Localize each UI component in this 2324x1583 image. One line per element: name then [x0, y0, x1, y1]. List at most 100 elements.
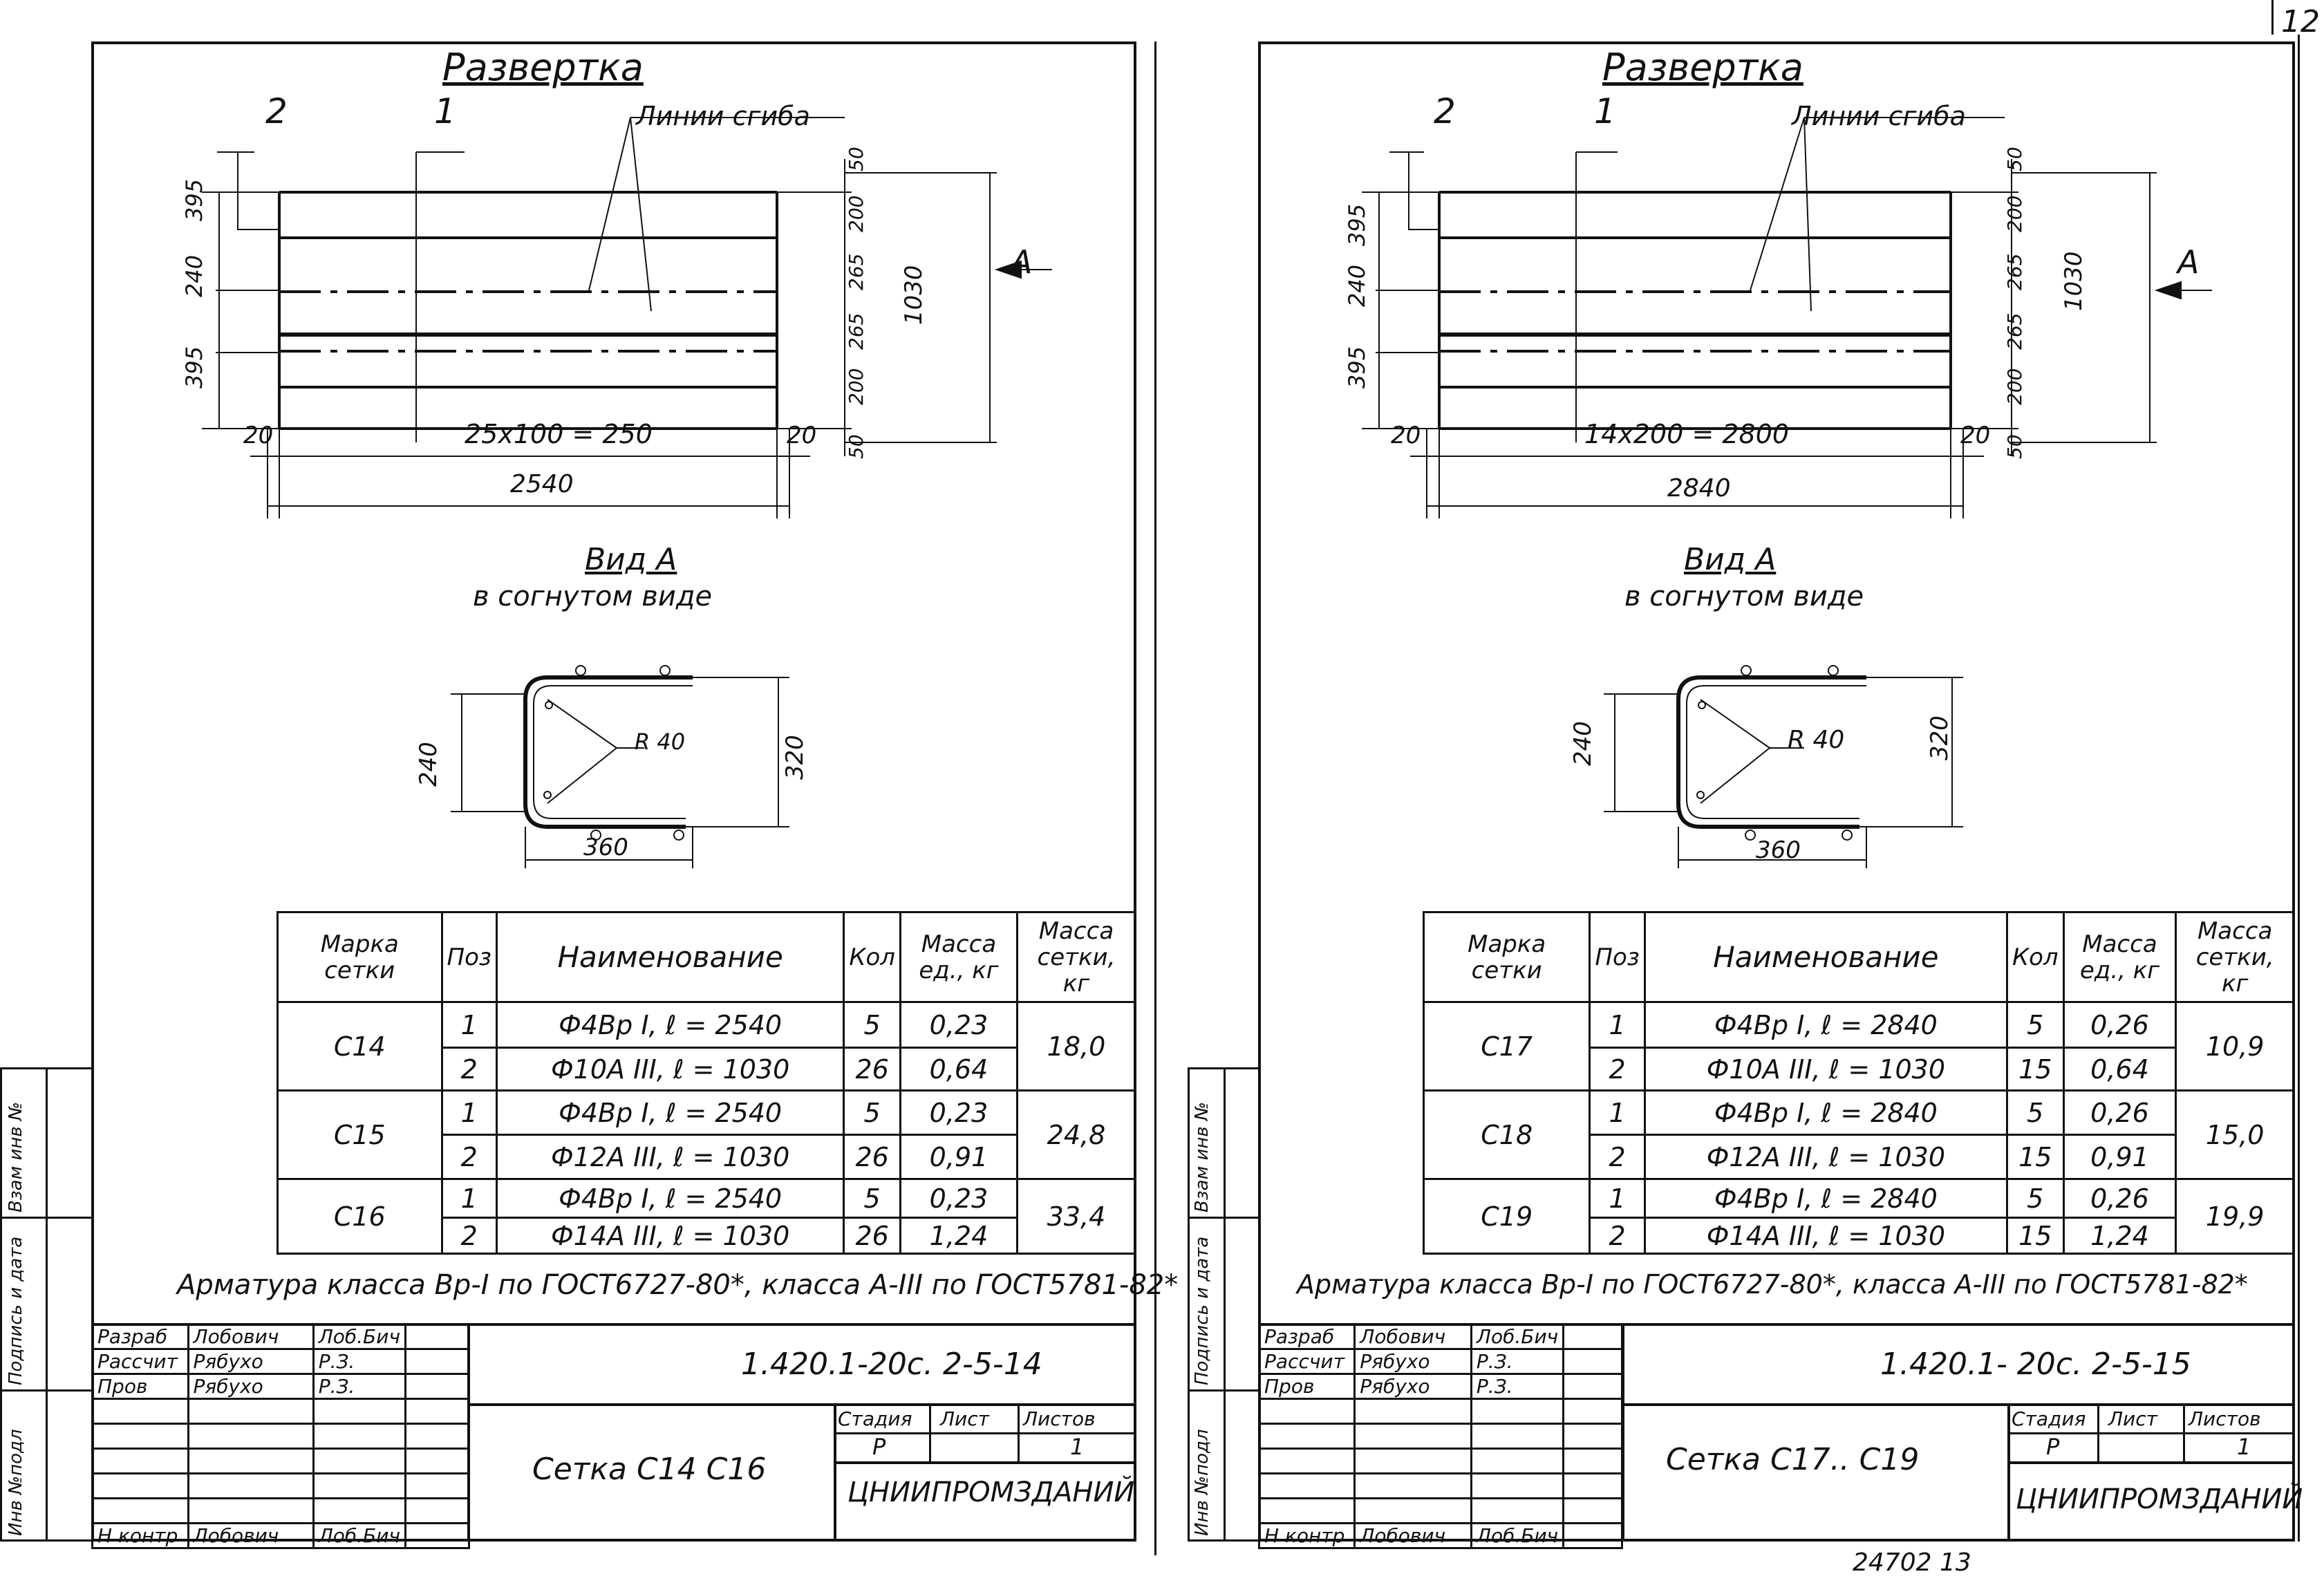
dim-50-top: 50	[2003, 147, 2026, 171]
reinforcement-note: Арматура класса Вр-I по ГОСТ6727-80*, кл…	[1297, 1269, 2248, 1300]
pos-cell: 1	[1589, 1089, 1646, 1136]
view-dim-360: 360	[583, 834, 628, 861]
position-2-label: 2	[265, 91, 288, 131]
mass-cell: 1,24	[2062, 1217, 2177, 1255]
dim-265-top: 265	[845, 253, 868, 290]
total-cell: 10,9	[2175, 1001, 2295, 1092]
position-1-label: 1	[434, 91, 456, 131]
view-dim-radius: R 40	[1788, 726, 1845, 754]
dim-395-top: 395	[181, 178, 207, 221]
dim-240: 240	[181, 254, 207, 297]
organization: ЦНИИПРОМЗДАНИЙ	[2016, 1483, 2303, 1515]
header-qty: Кол	[2005, 911, 2065, 1003]
signature-cell: Лоб.Бич	[312, 1522, 407, 1549]
document-code: 1.420.1-20с. 2-5-14	[741, 1347, 1042, 1382]
qty-cell: 15	[2005, 1047, 2065, 1092]
stage-value: Р	[872, 1434, 886, 1460]
view-dim-240: 240	[415, 742, 442, 787]
header-mark: Марка сетки	[277, 911, 443, 1003]
mass-cell: 0,23	[899, 1089, 1018, 1136]
role-cell: Н контр	[91, 1522, 189, 1549]
pos-cell: 2	[1589, 1217, 1646, 1255]
person-cell: Лобович	[1353, 1522, 1472, 1549]
tb-hline	[467, 1403, 1136, 1406]
title-block	[1258, 1323, 2295, 1542]
mark-cell: С18	[1422, 1089, 1591, 1180]
view-subtitle: в согнутом виде	[1624, 581, 1864, 612]
pos-cell: 1	[440, 1178, 498, 1219]
tb-vline	[929, 1403, 931, 1461]
stage-header: Стадия	[838, 1407, 912, 1430]
table-row: 2 Ф14А III, ℓ = 1030 15 1,24	[1424, 1217, 2294, 1255]
view-title: Вид А	[1684, 542, 1777, 577]
qty-cell: 5	[843, 1089, 901, 1136]
signature-cell: Р.З.	[1470, 1373, 1565, 1400]
name-cell: Ф10А III, ℓ = 1030	[495, 1047, 845, 1092]
side-stamp	[1188, 1067, 1258, 1542]
stage-value: Р	[2046, 1434, 2060, 1460]
person-cell: Рябухо	[187, 1348, 315, 1375]
sheet-count: 1	[1070, 1434, 1085, 1460]
unfold-title: Развертка	[442, 46, 644, 89]
dim-395-bottom: 395	[181, 346, 207, 388]
bent-view-drawing	[451, 665, 789, 868]
stamp-line	[46, 1067, 48, 1542]
tb-vline	[1622, 1323, 1624, 1542]
stamp-line	[1224, 1067, 1226, 1542]
header-unit-mass: Масса ед., кг	[2062, 911, 2177, 1003]
bend-lines-label: Линии сгиба	[1792, 101, 1966, 131]
view-dim-240: 240	[1569, 721, 1597, 766]
qty-cell: 5	[843, 1178, 901, 1219]
name-cell: Ф10А III, ℓ = 1030	[1643, 1047, 2008, 1092]
qty-cell: 26	[843, 1217, 901, 1255]
pos-cell: 2	[440, 1217, 498, 1255]
stamp-line	[1188, 1389, 1258, 1392]
mark-cell: С16	[277, 1178, 443, 1255]
dim-overall-length: 2840	[1667, 474, 1731, 503]
table-row: С17 1 Ф4Вр I, ℓ = 2840 5 0,26 10,9	[1422, 1001, 2295, 1092]
position-2-label: 2	[1434, 91, 1456, 131]
qty-cell: 15	[2005, 1217, 2065, 1255]
qty-cell: 5	[843, 1001, 901, 1049]
name-cell: Ф12А III, ℓ = 1030	[495, 1134, 845, 1180]
view-arrow-label: А	[2177, 243, 2200, 281]
pos-cell: 1	[1589, 1001, 1646, 1049]
bend-lines-label: Линии сгиба	[636, 101, 810, 131]
dim-overall-length: 2540	[510, 470, 574, 498]
dim-265-bottom: 265	[2003, 312, 2026, 350]
tb-hline	[2007, 1461, 2295, 1464]
signature-cell: Р.З.	[312, 1348, 407, 1375]
person-cell: Лобович	[187, 1522, 315, 1549]
unfold-title: Развертка	[1602, 46, 1803, 89]
signature-cell: Лоб.Бич	[312, 1323, 407, 1350]
dim-200-top: 200	[845, 195, 868, 232]
header-mesh-mass: Масса сетки, кг	[2175, 911, 2295, 1003]
page-number-divider	[2271, 0, 2274, 35]
sheets-header: Листов	[1023, 1407, 1096, 1430]
page-number: 12	[2281, 4, 2320, 39]
name-cell: Ф12А III, ℓ = 1030	[1643, 1134, 2008, 1180]
role-cell: Рассчит	[91, 1348, 189, 1375]
name-cell: Ф4Вр I, ℓ = 2840	[1643, 1089, 2008, 1136]
qty-cell: 26	[843, 1134, 901, 1180]
side-label-sign: Подпись и дата	[6, 1236, 26, 1385]
mark-cell: С14	[277, 1001, 443, 1092]
qty-cell: 26	[843, 1047, 901, 1092]
stamp-line	[0, 1217, 91, 1219]
specification-table: Марка сетки Поз Наименование Кол Масса е…	[277, 911, 1137, 1255]
document-name: Сетка С17.. С19	[1666, 1442, 1920, 1477]
header-unit-mass: Масса ед., кг	[899, 911, 1018, 1003]
role-cell: Н контр	[1257, 1522, 1356, 1549]
sheets-header: Листов	[2189, 1407, 2261, 1430]
mass-cell: 0,26	[2062, 1089, 2177, 1136]
name-cell: Ф4Вр I, ℓ = 2840	[1643, 1001, 2008, 1049]
header-name: Наименование	[1643, 911, 2008, 1003]
tb-vline	[834, 1403, 836, 1542]
signature-cell: Р.З.	[312, 1373, 407, 1400]
view-subtitle: в согнутом виде	[473, 581, 713, 612]
pos-cell: 2	[440, 1134, 498, 1180]
dim-240: 240	[1344, 264, 1370, 307]
table-row: 2 Ф10А III, ℓ = 1030 26 0,64	[278, 1047, 1136, 1092]
view-dim-320: 320	[781, 735, 809, 780]
